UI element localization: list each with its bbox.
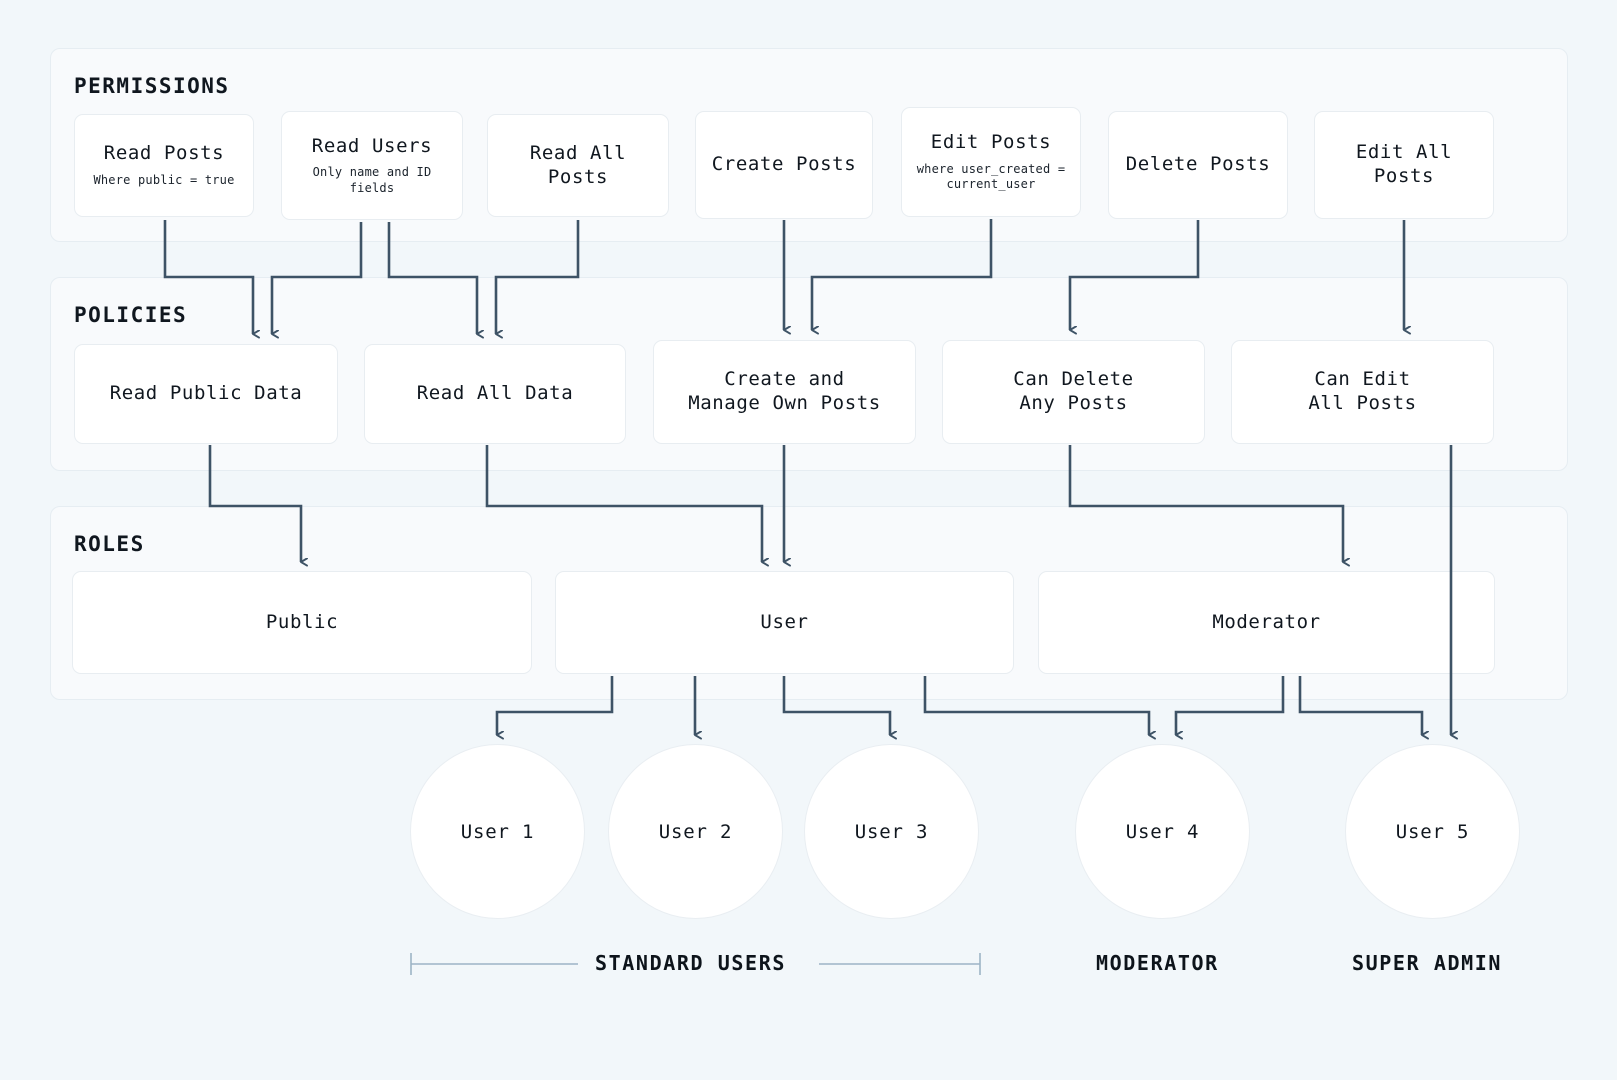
permission-subtitle: where user_created = current_user: [916, 161, 1066, 192]
user-circle-3[interactable]: User 3: [804, 744, 979, 919]
permission-read-users[interactable]: Read Users Only name and ID fields: [281, 111, 463, 220]
role-title: Moderator: [1212, 610, 1321, 633]
permission-read-all-posts[interactable]: Read All Posts: [487, 114, 669, 217]
role-public[interactable]: Public: [72, 571, 532, 674]
permission-delete-posts[interactable]: Delete Posts: [1108, 111, 1288, 219]
role-moderator[interactable]: Moderator: [1038, 571, 1495, 674]
policy-title: Read All Data: [416, 382, 574, 405]
permission-title: Edit Posts: [930, 131, 1052, 154]
permission-read-posts[interactable]: Read Posts Where public = true: [74, 114, 254, 217]
user-circle-1[interactable]: User 1: [410, 744, 585, 919]
permission-title: Edit All Posts: [1355, 141, 1453, 187]
permission-title: Read All Posts: [529, 141, 627, 188]
permission-create-posts[interactable]: Create Posts: [695, 111, 873, 219]
group-label-super-admin: SUPER ADMIN: [1352, 951, 1503, 975]
band-title-roles: ROLES: [74, 532, 145, 556]
user-label: User 3: [854, 820, 929, 843]
policy-can-edit-all-posts[interactable]: Can Edit All Posts: [1231, 340, 1494, 444]
role-title: User: [760, 610, 809, 633]
permission-subtitle: Only name and ID fields: [312, 165, 432, 195]
permission-edit-posts[interactable]: Edit Posts where user_created = current_…: [901, 107, 1081, 217]
permission-title: Read Posts: [103, 142, 225, 165]
user-circle-4[interactable]: User 4: [1075, 744, 1250, 919]
role-title: Public: [265, 610, 339, 633]
policy-read-all-data[interactable]: Read All Data: [364, 344, 626, 444]
policy-title: Read Public Data: [109, 382, 303, 405]
permission-title: Read Users: [311, 134, 433, 157]
band-title-permissions: PERMISSIONS: [74, 74, 230, 98]
group-label-standard-users: STANDARD USERS: [595, 951, 786, 975]
user-label: User 1: [460, 820, 535, 843]
policy-title: Can Edit All Posts: [1308, 368, 1417, 414]
policy-can-delete-any-posts[interactable]: Can Delete Any Posts: [942, 340, 1205, 444]
policy-create-manage-own-posts[interactable]: Create and Manage Own Posts: [653, 340, 916, 444]
permission-subtitle: Where public = true: [93, 173, 235, 188]
user-label: User 4: [1125, 820, 1200, 843]
policy-title: Create and Manage Own Posts: [688, 368, 881, 414]
group-label-moderator: MODERATOR: [1096, 951, 1219, 975]
user-circle-2[interactable]: User 2: [608, 744, 783, 919]
user-label: User 5: [1395, 820, 1470, 843]
role-user[interactable]: User: [555, 571, 1014, 674]
permission-title: Delete Posts: [1125, 153, 1271, 176]
policy-title: Can Delete Any Posts: [1013, 368, 1134, 414]
policy-read-public-data[interactable]: Read Public Data: [74, 344, 338, 444]
permission-title: Create Posts: [711, 153, 857, 176]
permission-edit-all-posts[interactable]: Edit All Posts: [1314, 111, 1494, 219]
user-label: User 2: [658, 820, 733, 843]
band-title-policies: POLICIES: [74, 303, 188, 327]
user-circle-5[interactable]: User 5: [1345, 744, 1520, 919]
